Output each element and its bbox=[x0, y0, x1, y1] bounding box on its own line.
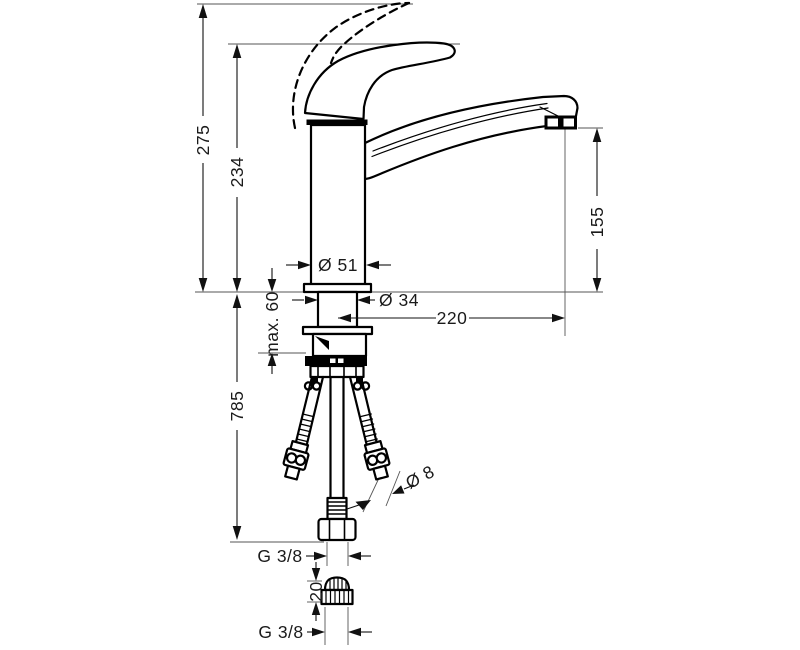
dim-label-top-thread: G 3/8 bbox=[257, 546, 302, 566]
dimension-dia-34: Ø 34 bbox=[292, 290, 419, 310]
dimension-g38-top: G 3/8 bbox=[257, 546, 371, 566]
faucet-handle bbox=[303, 41, 456, 125]
dimension-max-60: max. 60 bbox=[262, 268, 282, 374]
check-valve bbox=[320, 576, 354, 606]
dimension-g38-bottom: G 3/8 bbox=[258, 622, 372, 642]
hose-fitting bbox=[363, 439, 391, 481]
dimension-20: 20 bbox=[306, 562, 326, 621]
dimension-234: 234 bbox=[227, 44, 247, 292]
dimension-220: 220 bbox=[338, 308, 565, 328]
connection-pipe bbox=[317, 375, 357, 542]
clamp-feet bbox=[303, 381, 371, 391]
dim-label-shank-diameter: Ø 34 bbox=[379, 290, 419, 310]
base-plinth bbox=[302, 282, 373, 294]
dim-label-bottom-thread: G 3/8 bbox=[258, 622, 303, 642]
dimension-785: 785 bbox=[227, 294, 247, 540]
dimension-275: 275 bbox=[193, 4, 213, 292]
dimension-dia-8: Ø 8 bbox=[346, 461, 438, 510]
aerator bbox=[544, 115, 577, 130]
supply-hose-left bbox=[282, 375, 325, 481]
dim-label-hose-length: 785 bbox=[227, 391, 247, 422]
hose-fitting bbox=[282, 439, 310, 481]
clamp-bracket bbox=[309, 364, 365, 379]
dimension-155: 155 bbox=[587, 128, 607, 292]
faucet-handle-raised-dashed bbox=[291, 1, 411, 130]
faucet-drawing bbox=[282, 1, 579, 606]
supply-hose-right bbox=[348, 375, 391, 481]
handle-joint-bar bbox=[306, 119, 368, 125]
dimension-dia-51: Ø 51 bbox=[286, 255, 391, 275]
dim-label-overall-height: 275 bbox=[193, 125, 213, 156]
dim-label-check-valve-height: 20 bbox=[306, 581, 326, 601]
dim-label-max-mounting-depth: max. 60 bbox=[262, 291, 282, 357]
faucet-spout bbox=[363, 94, 579, 181]
dim-label-body-diameter: Ø 51 bbox=[318, 255, 358, 275]
hose-braid bbox=[360, 413, 378, 443]
union-nut bbox=[317, 517, 357, 542]
faucet-body bbox=[302, 123, 373, 294]
mounting-hardware bbox=[301, 290, 374, 391]
dim-label-outlet-height: 155 bbox=[587, 207, 607, 238]
mounting-shank bbox=[316, 290, 359, 329]
dim-label-spout-reach: 220 bbox=[437, 308, 468, 328]
dim-label-height-to-handle: 234 bbox=[227, 157, 247, 188]
hose-braid bbox=[296, 413, 314, 443]
seal-ring bbox=[305, 356, 367, 366]
